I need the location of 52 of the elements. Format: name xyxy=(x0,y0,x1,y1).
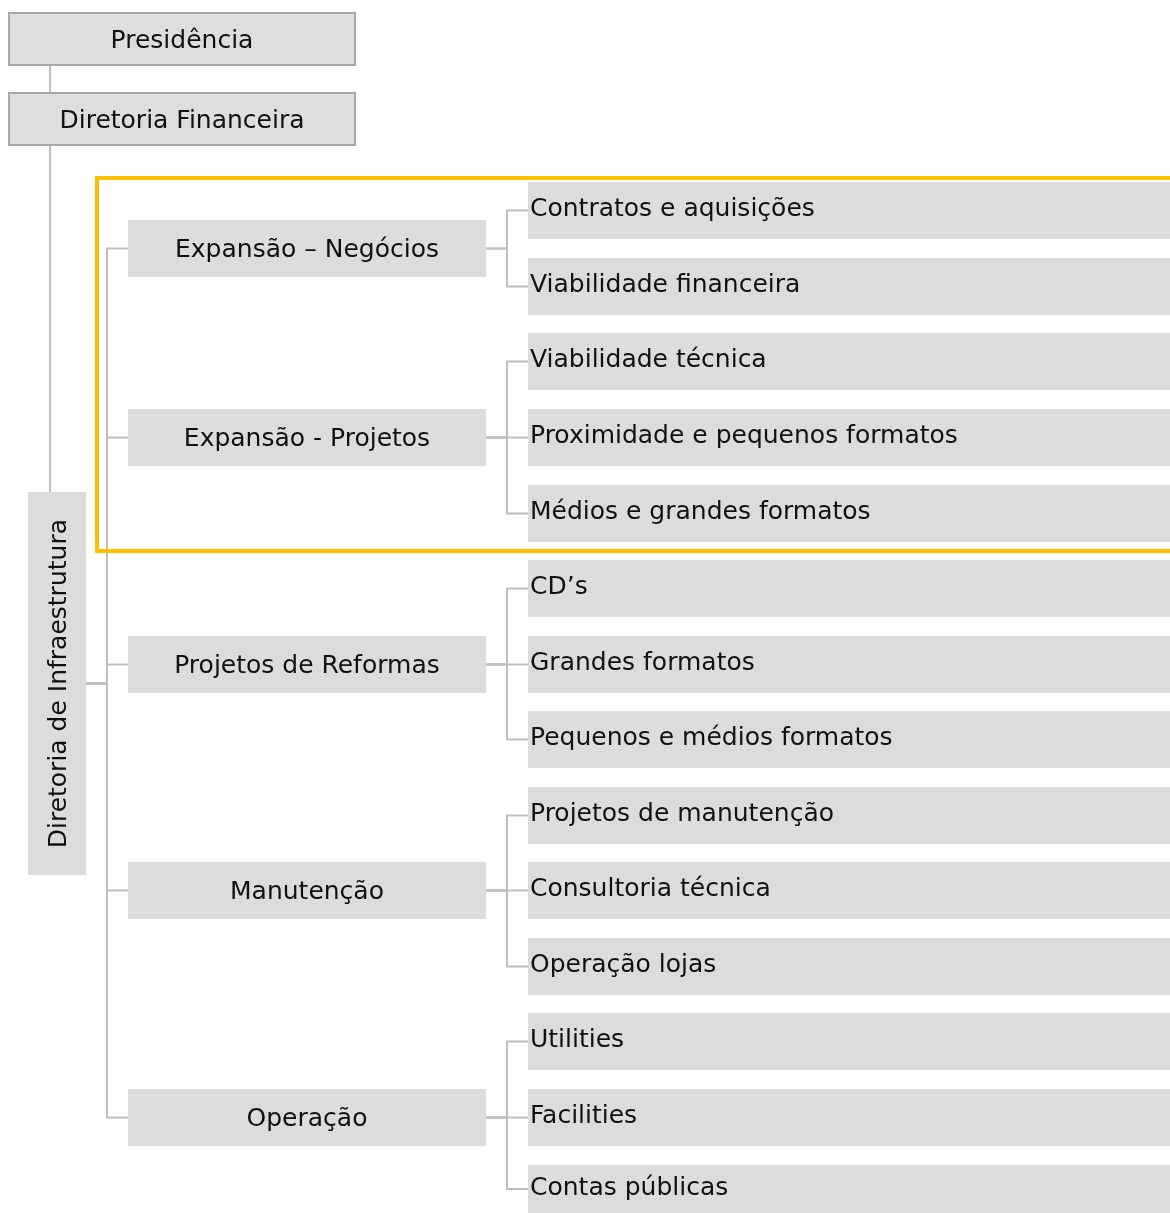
connector-line xyxy=(49,65,51,93)
connector-line xyxy=(485,247,529,288)
unit-box xyxy=(528,1165,1170,1213)
box-label: Operação lojas xyxy=(530,949,717,978)
box-label: Diretoria Financeira xyxy=(59,104,305,134)
box-label: Viabilidade financeira xyxy=(530,269,801,298)
box-label: Pequenos e médios formatos xyxy=(530,722,893,751)
highlight-frame xyxy=(95,176,1170,553)
unit-box xyxy=(528,258,1170,315)
unit-box xyxy=(528,862,1170,919)
unit-box xyxy=(528,182,1170,239)
box-label: Contratos e aquisições xyxy=(530,193,815,222)
org-box xyxy=(8,12,356,66)
box-label: Manutenção xyxy=(230,876,384,905)
unit-box xyxy=(528,787,1170,844)
unit-box xyxy=(528,711,1170,768)
box-label: Expansão – Negócios xyxy=(175,234,439,263)
box-label: Contas públicas xyxy=(530,1171,729,1201)
connector-line xyxy=(49,145,51,493)
box-label: Projetos de Reformas xyxy=(174,650,440,679)
box-label: Projetos de manutenção xyxy=(530,798,834,827)
box-label: Operação xyxy=(246,1103,368,1132)
connector-line xyxy=(485,663,529,741)
box-label: Viabilidade técnica xyxy=(530,344,767,373)
department-box xyxy=(128,220,486,277)
box-label: Proximidade e pequenos formatos xyxy=(530,420,958,449)
director-box xyxy=(28,492,86,875)
unit-box xyxy=(528,485,1170,542)
box-label: Expansão - Projetos xyxy=(183,423,431,452)
box-label: Consultoria técnica xyxy=(530,873,771,902)
box-label: Presidência xyxy=(110,24,254,54)
box-label: Médios e grandes formatos xyxy=(530,496,871,525)
org-box xyxy=(8,92,356,146)
unit-box xyxy=(528,560,1170,617)
box-label: CD’s xyxy=(530,571,588,600)
box-label: Facilities xyxy=(530,1100,638,1129)
unit-box xyxy=(528,636,1170,693)
box-label: Diretoria de Infraestrutura xyxy=(42,518,72,849)
connector-line xyxy=(485,436,529,515)
connector-line xyxy=(485,1116,529,1190)
box-label: Grandes formatos xyxy=(530,647,755,676)
unit-box xyxy=(528,333,1170,390)
department-box xyxy=(128,862,486,919)
unit-box xyxy=(528,1013,1170,1070)
connector-line xyxy=(485,889,529,968)
unit-box xyxy=(528,409,1170,466)
unit-box xyxy=(528,1089,1170,1146)
department-box xyxy=(128,409,486,466)
unit-box xyxy=(528,938,1170,995)
department-box xyxy=(128,636,486,693)
department-box xyxy=(128,1089,486,1146)
box-label: Utilities xyxy=(530,1024,625,1053)
